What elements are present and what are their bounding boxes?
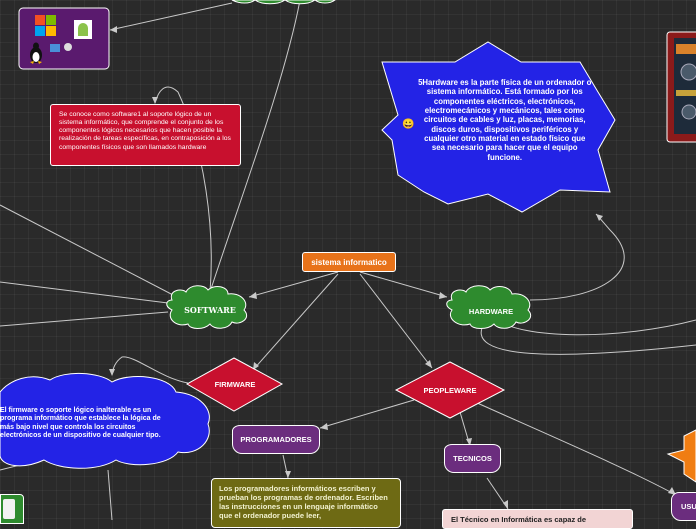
arrowhead (425, 360, 432, 368)
arrowhead (110, 26, 117, 33)
tecnicos-label: TECNICOS (453, 454, 492, 463)
connector-hardware-right-b (480, 321, 696, 355)
connector-software-left-b (0, 311, 169, 327)
hardware-note-star-shape[interactable] (381, 41, 616, 213)
os-logos-node[interactable] (18, 7, 110, 70)
arrowhead (596, 214, 603, 221)
peopleware-label: PEOPLEWARE (423, 385, 477, 395)
peopleware-label-box: PEOPLEWARE (405, 381, 495, 399)
central-node[interactable]: sistema informatico (302, 252, 396, 272)
firmware-note-text-box: El firmware o soporte lógico inalterable… (0, 407, 175, 455)
bottom-left-node-image (3, 499, 15, 519)
programadores-note-text: Los programadores informáticos escriben … (219, 484, 388, 520)
connector-peopleware-usuarios (474, 401, 677, 496)
connector-firmware-bottom (107, 469, 113, 520)
software-note[interactable]: Se conoce como software1 al soporte lógi… (50, 104, 241, 166)
android-logo-icon (74, 20, 92, 39)
firmware-note-cloud-shape[interactable] (0, 372, 210, 469)
arrowhead (152, 97, 158, 104)
firmware-note-text: El firmware o soporte lógico inalterable… (0, 407, 161, 440)
connector-os-logos (109, 2, 233, 31)
firmware-label-box: FIRMWARE (195, 375, 275, 393)
windows-logo-icon (35, 15, 56, 36)
programadores-label: PROGRAMADORES (240, 435, 312, 444)
hardware-label-box: HARDWARE (455, 301, 527, 321)
hardware-image-node[interactable] (666, 31, 696, 143)
software-label-box: SOFTWARE (175, 300, 245, 320)
hardware-note-text: 5Hardware es la parte física de un orden… (418, 78, 592, 162)
central-node-label: sistema informatico (311, 257, 387, 267)
connector-central-software (248, 271, 339, 298)
usuarios-label: USU (681, 502, 696, 511)
connector-hardware-note (529, 213, 625, 301)
connector-central-peopleware (359, 273, 433, 369)
software-note-text: Se conoce como software1 al soporte lógi… (59, 111, 231, 151)
connector-central-hardware (359, 271, 448, 298)
arrowhead (285, 471, 291, 478)
connector-firmware-note (111, 356, 189, 384)
software-label: SOFTWARE (184, 305, 236, 315)
arrowhead (109, 369, 115, 376)
peopleware-diamond-shape[interactable] (394, 361, 506, 419)
arrowhead (320, 423, 328, 430)
linux-logo-icon (30, 42, 42, 64)
connector-software-top (209, 0, 301, 293)
connector-software-left-a (0, 281, 169, 304)
hardware-note-text-box: 😀 5Hardware es la parte física de un ord… (402, 78, 592, 178)
connector-peopleware-programadores (319, 399, 415, 429)
connector-central-firmware (252, 273, 339, 371)
arrowhead (249, 292, 257, 299)
firmware-diamond-shape[interactable] (185, 357, 284, 412)
usuarios-node[interactable]: USU (671, 492, 696, 521)
firmware-label: FIRMWARE (214, 379, 256, 389)
connector-software-left-c (0, 204, 176, 297)
top-cloud-shape[interactable] (231, 0, 336, 5)
hardware-node[interactable] (446, 285, 532, 329)
mac-logo-icon (50, 43, 72, 52)
orange-star-shape[interactable] (666, 429, 696, 483)
arrow-heads (109, 26, 676, 509)
smiley-icon: 😀 (402, 119, 415, 130)
arrowhead (503, 500, 508, 509)
tecnicos-note[interactable]: El Técnico en Informática es capaz de (442, 509, 633, 529)
arrowhead (253, 362, 259, 370)
hardware-label: HARDWARE (468, 306, 514, 316)
hardware-cloud-shape (446, 285, 532, 329)
software-cloud-shape (166, 285, 248, 329)
arrowhead (439, 292, 447, 299)
programadores-node[interactable]: PROGRAMADORES (232, 425, 320, 454)
bottom-left-node[interactable] (0, 494, 24, 524)
tecnicos-node[interactable]: TECNICOS (444, 444, 501, 473)
programadores-note[interactable]: Los programadores informáticos escriben … (211, 478, 401, 528)
software-node[interactable] (166, 285, 248, 329)
